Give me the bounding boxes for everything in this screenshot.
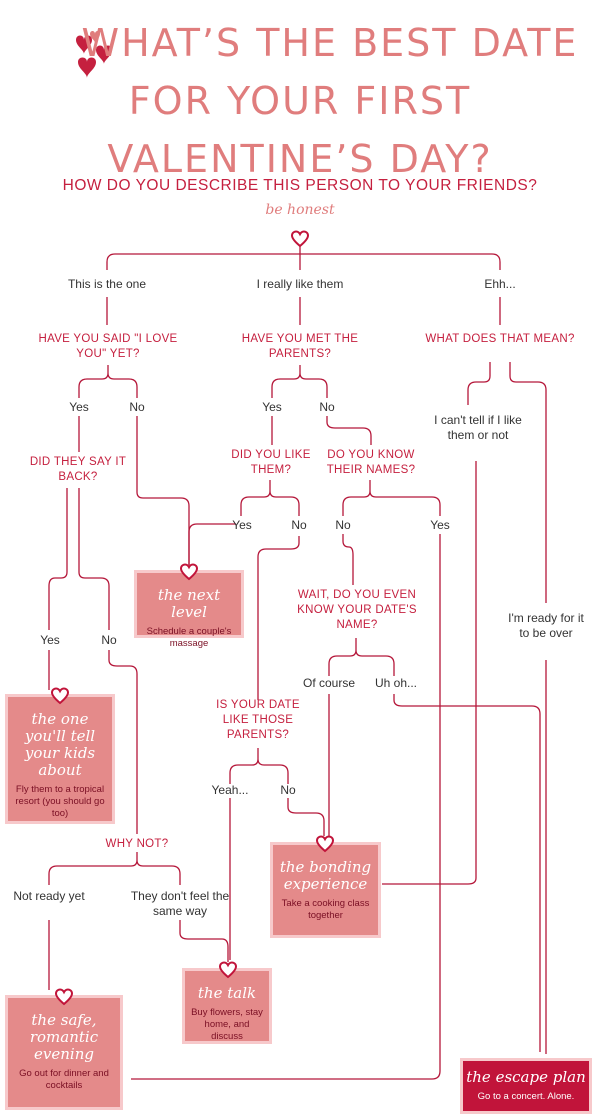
result-bonding: the bonding experience Take a cooking cl… [270, 842, 381, 938]
question-date-like-parents: IS YOUR DATE LIKE THOSE PARENTS? [216, 699, 300, 741]
answer-really-like-them: I really like them [256, 277, 344, 291]
main-question: HOW DO YOU DESCRIBE THIS PERSON TO YOUR … [62, 177, 538, 194]
answer-no-parents: No [319, 400, 335, 414]
question-met-parents: HAVE YOU MET THE PARENTS? [241, 333, 359, 360]
result-bonding-desc: Take a cooking class together [281, 898, 370, 921]
question-know-date-name: WAIT, DO YOU EVEN KNOW YOUR DATE'S NAME? [297, 589, 417, 631]
answer-uh-oh: Uh oh... [374, 676, 418, 690]
answer-ehh: Ehh... [484, 277, 516, 291]
answer-yeah: Yeah... [211, 783, 249, 797]
hearts-cluster-icon [76, 31, 112, 78]
title-line-2: for your first Valentine’s Day? [107, 79, 493, 181]
answer-no-love: No [129, 400, 145, 414]
result-escape-title: the escape plan [466, 1068, 586, 1086]
result-escape-desc: Go to a concert. Alone. [477, 1091, 575, 1102]
result-next-level: the next level Schedule a couple's massa… [134, 570, 244, 649]
result-safe-desc: Go out for dinner and cocktails [19, 1068, 109, 1091]
answer-cant-tell: I can't tell if I like them or not [434, 413, 522, 442]
answer-no-like-parents: No [280, 783, 296, 797]
heart-outline-icon [50, 687, 70, 705]
title-line-1: What’s the best date [81, 21, 579, 65]
result-next-level-desc: Schedule a couple's massage [146, 626, 232, 649]
result-safe-evening: the safe, romantic evening Go out for di… [5, 995, 123, 1110]
heart-outline-icon [179, 563, 199, 581]
answer-yes-parents: Yes [262, 400, 282, 414]
result-next-level-title: the next level [157, 586, 221, 621]
result-the-one-title: the one you'll tell your kids about [24, 710, 96, 779]
result-the-one: the one you'll tell your kids about Fly … [5, 694, 115, 824]
result-the-talk: the talk Buy flowers, stay home, and dis… [182, 968, 272, 1044]
question-why-not: WHY NOT? [105, 838, 169, 850]
result-bonding-title: the bonding experience [279, 858, 372, 893]
heart-outline-icon [218, 961, 238, 979]
page-title: What’s the best date for your first Vale… [0, 14, 600, 188]
question-said-i-love-you: HAVE YOU SAID "I LOVE YOU" YET? [38, 333, 178, 360]
result-the-one-desc: Fly them to a tropical resort (you shoul… [15, 784, 105, 819]
result-safe-title: the safe, romantic evening [29, 1011, 99, 1063]
answer-ready-to-be-over: I'm ready for it to be over [508, 611, 584, 640]
answer-yes-names: Yes [430, 518, 450, 532]
result-talk-title: the talk [197, 984, 257, 1002]
answer-this-is-the-one: This is the one [67, 277, 147, 291]
question-what-does-that-mean: WHAT DOES THAT MEAN? [425, 333, 575, 345]
answer-yes-love: Yes [69, 400, 89, 414]
start-heart-icon [290, 230, 310, 248]
answer-of-course: Of course [302, 676, 356, 690]
question-know-names: DO YOU KNOW THEIR NAMES? [326, 449, 416, 476]
question-said-it-back: DID THEY SAY IT BACK? [29, 456, 127, 483]
heart-outline-icon [54, 988, 74, 1006]
answer-yes-like-them: Yes [232, 518, 252, 532]
answer-not-same: They don't feel the same way [130, 889, 230, 918]
answer-no-names: No [335, 518, 351, 532]
result-escape-plan: the escape plan Go to a concert. Alone. [460, 1058, 592, 1114]
question-like-them: DID YOU LIKE THEM? [231, 449, 311, 476]
answer-not-ready: Not ready yet [13, 889, 85, 903]
answer-yes-said-back: Yes [40, 633, 60, 647]
hint-text: be honest [265, 202, 335, 218]
result-talk-desc: Buy flowers, stay home, and discuss [191, 1007, 263, 1042]
answer-no-like-them: No [291, 518, 307, 532]
answer-no-said-back: No [101, 633, 117, 647]
heart-outline-icon [315, 835, 335, 853]
